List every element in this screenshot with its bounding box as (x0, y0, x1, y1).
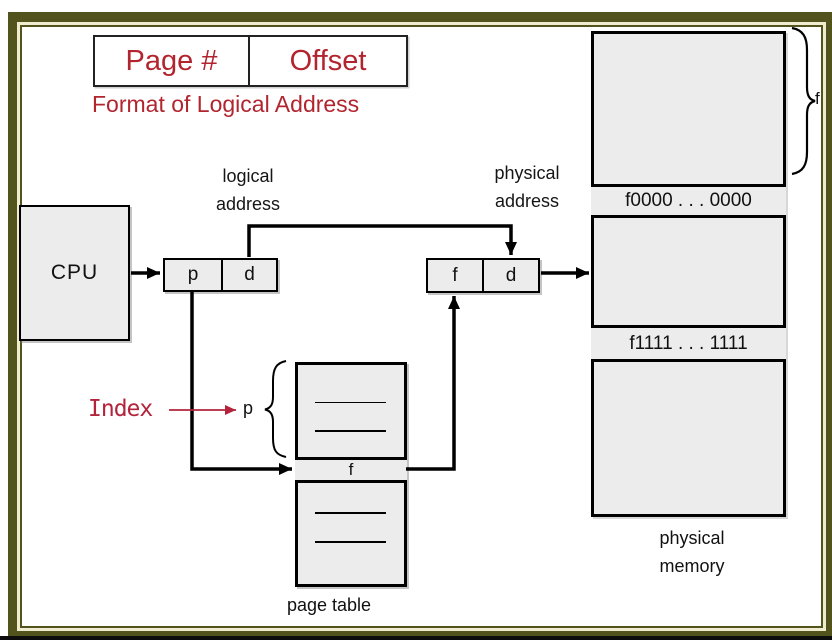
cpu-label: CPU (50, 261, 99, 284)
page-table-entry-line (315, 430, 386, 432)
page-table-caption: page table (286, 595, 372, 615)
pd-register: p d (163, 258, 278, 292)
memory-band-f1111: f1111 . . . 1111 (591, 325, 786, 362)
logical-address-label: logical address (188, 162, 308, 218)
physical-address-line2: address (494, 191, 560, 211)
p-cell: p (165, 260, 223, 290)
physical-address-line1: physical (494, 163, 560, 183)
page-table-f-row: f (295, 457, 407, 483)
fd-d-cell: d (505, 264, 517, 286)
page-number-cell: Page # (95, 37, 250, 85)
f-cell: f (428, 260, 484, 291)
memory-band-f0000: f0000 . . . 0000 (591, 184, 786, 218)
index-label: Index (88, 396, 153, 422)
page-table-entry-line (315, 541, 386, 543)
fd-register: f d (426, 258, 540, 293)
page-table-entry-line (315, 512, 386, 514)
memory-frame-label: f (815, 89, 820, 108)
physical-memory-caption: physical memory (597, 524, 787, 580)
logical-address-format-box: Page # Offset (93, 35, 408, 87)
format-caption: Format of Logical Address (92, 91, 360, 117)
physical-memory-caption-line2: memory (659, 556, 725, 576)
physical-address-label: physical address (467, 159, 587, 215)
page-table: f (295, 362, 407, 587)
bottom-edge-strip (0, 636, 832, 640)
cpu-box: CPU (19, 205, 130, 341)
physical-memory: f0000 . . . 0000 f1111 . . . 1111 (591, 31, 786, 517)
logical-address-line1: logical (222, 166, 274, 186)
logical-address-line2: address (215, 194, 281, 214)
d-cell: d (244, 264, 255, 285)
offset-cell: Offset (289, 44, 367, 77)
physical-memory-caption-line1: physical (659, 528, 725, 548)
p-brace-label: p (243, 398, 254, 418)
page-table-entry-line (315, 402, 386, 403)
